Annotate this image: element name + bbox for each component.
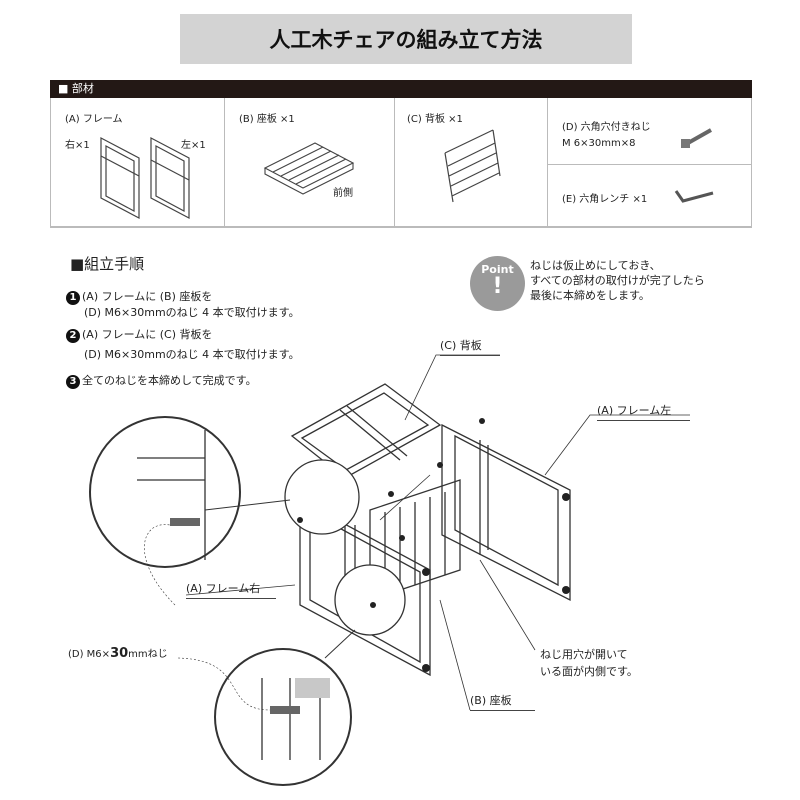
point-line-3: 最後に本締めをします。 — [530, 289, 650, 302]
point-line-2: すべての部材の取付けが完了したら — [530, 274, 705, 287]
label-seat: (B) 座板 — [470, 692, 535, 711]
parts-table: (A) フレーム 右×1 左×1 (B) 座板 ×1 前側 (C) 背板 ×1 … — [50, 98, 752, 228]
part-d-spec: M 6×30mm×8 — [562, 138, 636, 149]
step-3-number: 3 — [66, 375, 80, 389]
step-2-number: 2 — [66, 329, 80, 343]
part-b-cell: (B) 座板 ×1 前側 — [225, 98, 395, 228]
step-3-line1: 全てのねじを本締めして完成です。 — [82, 374, 257, 387]
part-a-cell: (A) フレーム 右×1 左×1 — [50, 98, 225, 228]
hole-note: ねじ用穴が開いて いる面が内側です。 — [540, 646, 638, 680]
point-line-1: ねじは仮止めにしておき、 — [530, 259, 661, 272]
screw-marks — [170, 418, 570, 714]
part-d-label: (D) 六角穴付きねじ — [562, 122, 651, 133]
part-e-label: (E) 六角レンチ ×1 — [562, 194, 648, 205]
frame-parts-illustration — [100, 137, 190, 219]
screw-closeup-top — [170, 518, 200, 526]
page-title: 人工木チェアの組み立て方法 — [180, 14, 632, 64]
point-badge-text: Point — [481, 263, 514, 276]
point-note: ねじは仮止めにしておき、 すべての部材の取付けが完了したら 最後に本締めをします… — [530, 258, 705, 303]
label-back: (C) 背板 — [440, 337, 500, 356]
step-1-line2: (D) M6×30mmのねじ 4 本で取付けます。 — [84, 306, 300, 319]
label-screw-suffix: mmねじ — [128, 649, 168, 660]
step-1-number: 1 — [66, 291, 80, 305]
part-c-label: (C) 背板 ×1 — [407, 114, 463, 125]
part-a-right: 右×1 — [65, 140, 90, 151]
part-b-front: 前側 — [333, 188, 353, 199]
label-screw: (D) M6×30mmねじ — [68, 645, 168, 661]
hex-wrench-icon — [674, 190, 714, 203]
screw-closeup-bottom — [270, 706, 300, 714]
step-2-line2: (D) M6×30mmのねじ 4 本で取付けます。 — [84, 348, 300, 361]
seat-illustration — [263, 142, 355, 195]
label-screw-size: 30 — [110, 646, 129, 661]
step-1-line1: (A) フレームに (B) 座板を — [82, 290, 213, 303]
part-b-label: (B) 座板 ×1 — [239, 114, 295, 125]
parts-header: ■ 部材 — [50, 80, 752, 98]
part-a-label: (A) フレーム — [65, 114, 123, 125]
part-a-left: 左×1 — [181, 140, 206, 151]
back-illustration — [444, 129, 501, 203]
hole-note-line-1: ねじ用穴が開いて — [540, 648, 628, 661]
label-screw-prefix: (D) M6× — [68, 649, 111, 660]
label-frame-right: (A) フレーム右 — [186, 580, 276, 599]
label-frame-left: (A) フレーム左 — [597, 402, 690, 421]
part-d-cell: (D) 六角穴付きねじ M 6×30mm×8 — [548, 98, 752, 165]
assembly-heading: ■組立手順 — [70, 255, 145, 273]
step-2-line1: (A) フレームに (C) 背板を — [82, 328, 213, 341]
hex-screw-icon — [681, 128, 712, 148]
exclamation-icon: ! — [492, 274, 503, 299]
part-c-cell: (C) 背板 ×1 — [395, 98, 548, 228]
point-badge: Point ! — [470, 256, 525, 311]
part-e-cell: (E) 六角レンチ ×1 — [548, 165, 752, 228]
hole-note-line-2: いる面が内側です。 — [540, 665, 638, 678]
